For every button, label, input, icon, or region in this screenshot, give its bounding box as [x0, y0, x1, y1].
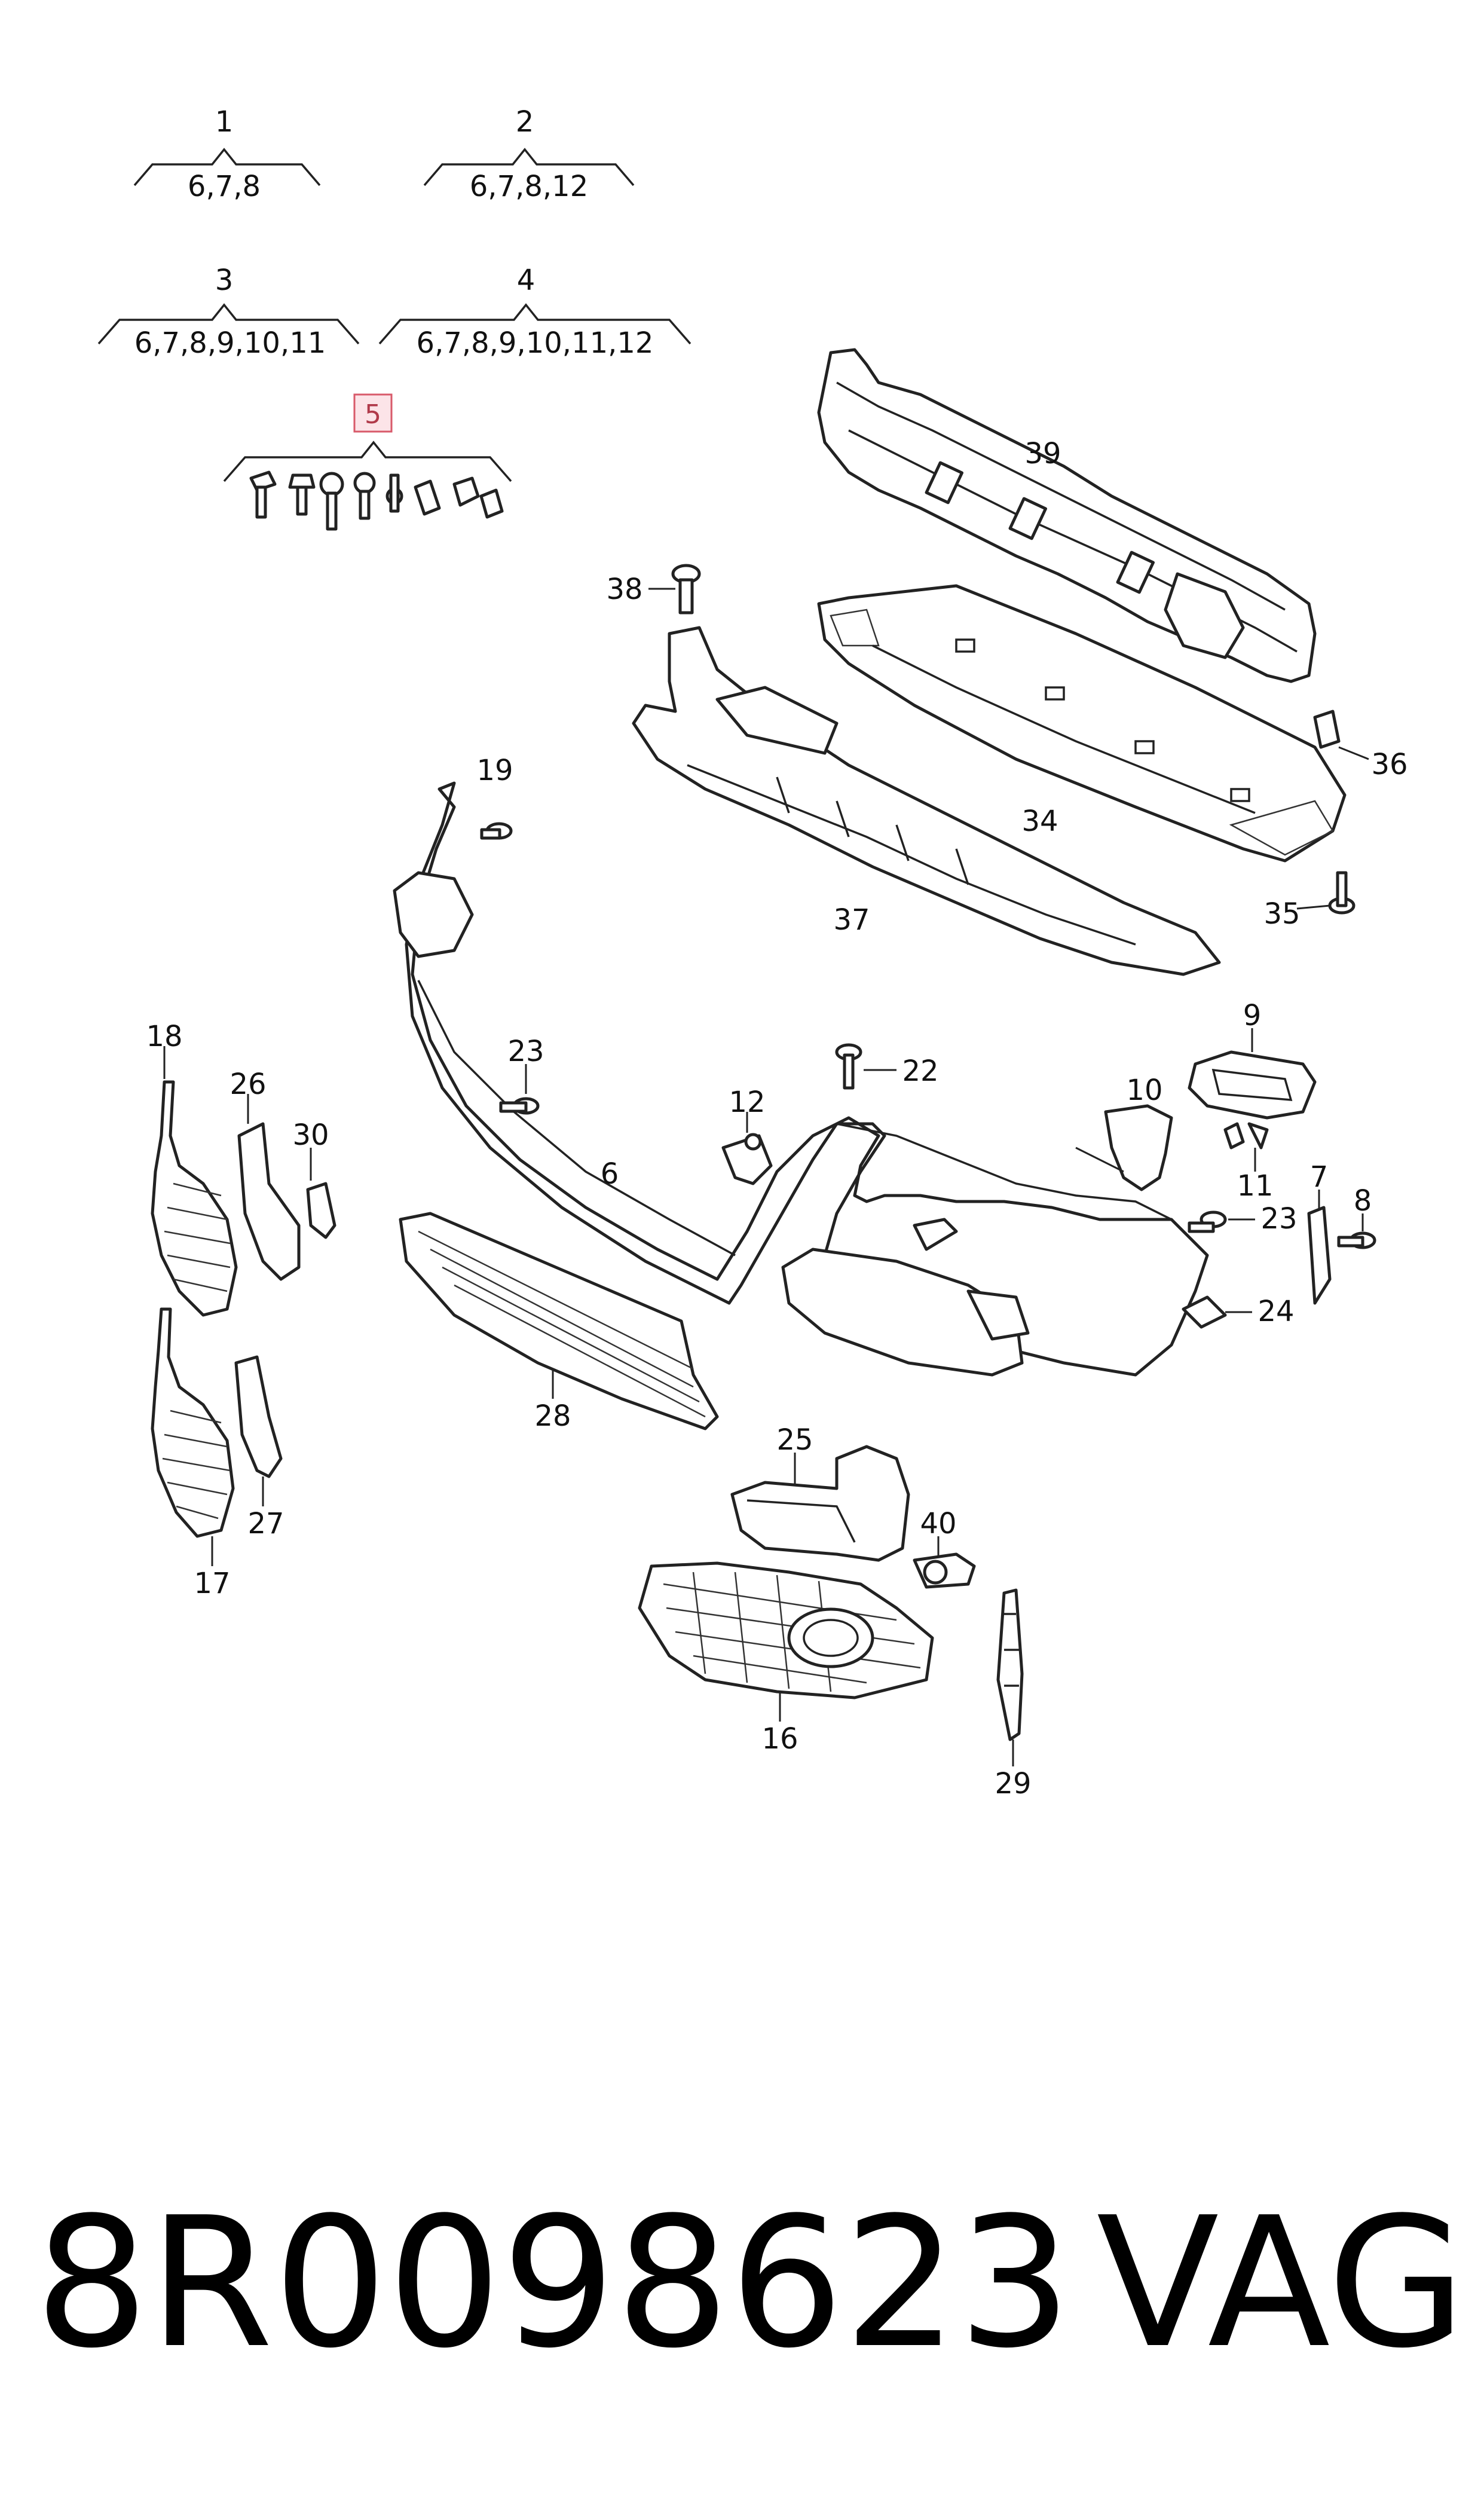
part-36-clip[interactable]	[1313, 710, 1369, 760]
brand-name: VAG	[1096, 2179, 1466, 2387]
callout-26: 26	[230, 1068, 266, 1101]
part-25-duct[interactable]	[730, 1445, 910, 1562]
part-17-side-grille[interactable]	[151, 1307, 235, 1566]
part-19-screw[interactable]	[480, 822, 513, 840]
part-35-screw[interactable]	[1296, 871, 1356, 915]
callout-29: 29	[995, 1767, 1031, 1800]
callout-37: 37	[833, 903, 870, 937]
part-7-bracket[interactable]	[1307, 1190, 1332, 1305]
part-number: 8R0098623	[35, 2179, 1072, 2387]
callout-11: 11	[1237, 1169, 1273, 1203]
part-12-bracket[interactable]	[721, 1112, 773, 1185]
callout-25: 25	[776, 1423, 813, 1457]
callout-6: 6	[601, 1157, 619, 1191]
part-24-nut[interactable]	[1182, 1295, 1252, 1329]
callout-40: 40	[920, 1507, 956, 1540]
part-11-clips[interactable]	[1223, 1122, 1269, 1172]
callout-7: 7	[1310, 1160, 1329, 1194]
callout-labels: 39 38 36 34 19 37 35 18 23 26 22 30 10 9…	[146, 437, 1407, 1800]
group-1[interactable]: 1 6,7,8	[133, 105, 321, 203]
part-8-screw[interactable]	[1337, 1213, 1376, 1249]
callout-22: 22	[902, 1054, 938, 1088]
callout-12: 12	[729, 1086, 765, 1119]
group-2-number: 2	[516, 105, 534, 139]
group-1-number: 1	[215, 105, 234, 139]
callout-34: 34	[1021, 805, 1058, 838]
callout-39: 39	[1024, 437, 1061, 470]
part-29-bracket[interactable]	[996, 1588, 1024, 1766]
callout-28: 28	[534, 1399, 571, 1433]
group-2-contents: 6,7,8,12	[470, 170, 588, 203]
part-30-clip[interactable]	[306, 1148, 336, 1239]
part-23-screw-left[interactable]	[499, 1064, 540, 1115]
part-38-rivet[interactable]	[648, 564, 701, 615]
group-5-number: 5	[365, 399, 381, 430]
callout-16: 16	[761, 1722, 798, 1756]
group-4-number: 4	[517, 264, 536, 297]
part-39-carrier[interactable]	[817, 348, 1317, 683]
group-3-contents: 6,7,8,9,10,11	[134, 326, 326, 360]
part-23-screw-right[interactable]	[1188, 1210, 1255, 1233]
callout-38: 38	[606, 573, 642, 606]
callout-27: 27	[247, 1507, 284, 1540]
part-18-side-grille[interactable]	[151, 1046, 238, 1317]
group-5[interactable]: 5	[223, 393, 512, 531]
group-4-contents: 6,7,8,9,10,11,12	[417, 326, 654, 360]
part-10-bracket[interactable]	[1075, 1104, 1173, 1191]
part-28-lower-grille[interactable]	[399, 1212, 719, 1430]
group-4[interactable]: 4 6,7,8,9,10,11,12	[378, 264, 691, 360]
callout-9: 9	[1243, 999, 1262, 1032]
group-5-highlight-box	[353, 393, 393, 433]
callout-19: 19	[476, 754, 513, 787]
part-26-bracket[interactable]	[237, 1094, 301, 1281]
part-9-frame[interactable]	[1188, 1028, 1317, 1120]
callout-23-left: 23	[507, 1035, 544, 1068]
group-3[interactable]: 3 6,7,8,9,10,11	[97, 264, 360, 360]
callout-8: 8	[1354, 1184, 1372, 1218]
part-37-panel[interactable]	[632, 626, 1221, 976]
part-40-sensor[interactable]	[913, 1536, 976, 1589]
callout-23-right: 23	[1260, 1202, 1297, 1236]
fastener-set-icon	[249, 470, 504, 531]
callout-17: 17	[194, 1567, 230, 1600]
callout-10: 10	[1126, 1074, 1162, 1107]
callout-18: 18	[146, 1020, 182, 1053]
group-1-contents: 6,7,8	[188, 170, 261, 203]
part-16-fog-grille[interactable]	[638, 1561, 934, 1722]
callout-30: 30	[292, 1118, 329, 1152]
callout-36: 36	[1371, 748, 1407, 781]
part-34-guard[interactable]	[817, 584, 1347, 863]
part-27-bracket[interactable]	[234, 1355, 283, 1506]
part-6-bumper-cover[interactable]	[393, 781, 1209, 1377]
callout-24: 24	[1257, 1295, 1294, 1328]
group-2[interactable]: 2 6,7,8,12	[423, 105, 635, 203]
callout-35: 35	[1263, 897, 1300, 931]
part-22-screw[interactable]	[835, 1043, 896, 1090]
group-3-number: 3	[215, 264, 234, 297]
